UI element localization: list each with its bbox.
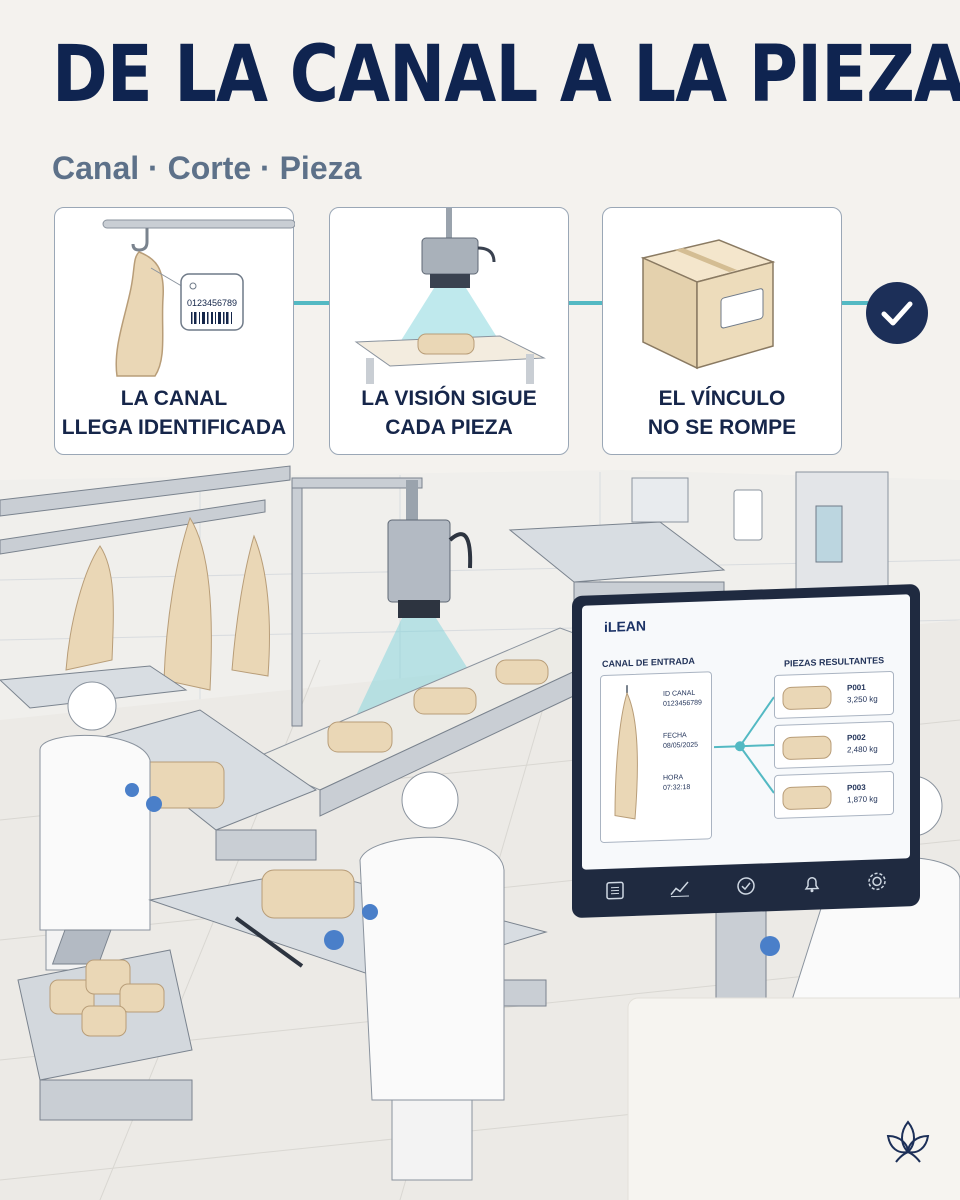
piece-row[interactable]: P003 1,870 kg <box>774 770 894 820</box>
lotus-logo-icon <box>886 1120 930 1163</box>
step-card-vision: LA VISIÓN SIGUE CADA PIEZA <box>329 207 569 455</box>
hanging-carcass-icon: 0123456789 <box>102 219 295 377</box>
fecha-value: 08/05/2025 <box>663 741 699 750</box>
step-2-line-1: LA VISIÓN SIGUE <box>361 387 537 410</box>
piece-row[interactable]: P002 2,480 kg <box>774 720 894 770</box>
hora-value: 07:32:18 <box>663 783 691 792</box>
piece-weight: 2,480 kg <box>847 744 878 755</box>
piece-weight: 1,870 kg <box>847 794 878 805</box>
step-1-line-1: LA CANAL <box>120 387 228 410</box>
monitor-nav-bar <box>582 862 910 909</box>
step-1-line-2: LLEGA IDENTIFICADA <box>61 416 287 439</box>
piece-id: P001 <box>847 682 866 693</box>
tag-code: 0123456789 <box>187 298 237 308</box>
monitor-screen: iLEAN CANAL DE ENTRADA ID CANAL 01234567… <box>582 594 910 870</box>
factory-scene <box>0 465 960 1200</box>
step-3-line-2: NO SE ROMPE <box>647 416 797 439</box>
ilean-logo: iLEAN <box>604 617 646 635</box>
connector-1 <box>294 301 330 305</box>
check-circle-icon[interactable] <box>734 874 758 899</box>
piece-id: P003 <box>847 782 866 793</box>
input-canal-panel[interactable]: ID CANAL 0123456789 FECHA 08/05/2025 HOR… <box>600 671 712 844</box>
carcass-thumbnail-icon <box>614 685 638 820</box>
settings-icon[interactable] <box>865 869 889 894</box>
bell-icon[interactable] <box>800 871 824 896</box>
step-card-vinculo: EL VÍNCULO NO SE ROMPE <box>602 207 842 455</box>
output-pieces-title: PIEZAS RESULTANTES <box>784 655 885 669</box>
connector-2 <box>569 301 603 305</box>
box-icon <box>640 239 776 370</box>
check-icon <box>866 282 928 344</box>
vision-camera-icon <box>354 208 546 384</box>
step-2-line-2: CADA PIEZA <box>385 416 513 439</box>
step-card-canal: 0123456789 LA CANAL LLEGA IDENTIFICADA <box>54 207 295 455</box>
input-canal-title: CANAL DE ENTRADA <box>602 655 695 670</box>
step-3-line-1: EL VÍNCULO <box>658 387 786 410</box>
list-icon[interactable] <box>603 878 627 903</box>
connector-3 <box>842 301 868 305</box>
id-canal-value: 0123456789 <box>663 699 702 708</box>
link-lines <box>714 696 774 794</box>
chart-icon[interactable] <box>668 876 692 901</box>
page-subtitle: Canal · Corte · Pieza <box>52 150 362 186</box>
tracking-monitor: iLEAN CANAL DE ENTRADA ID CANAL 01234567… <box>572 583 920 919</box>
piece-weight: 3,250 kg <box>847 694 878 705</box>
piece-row[interactable]: P001 3,250 kg <box>774 670 894 720</box>
page-title: DE LA CANAL A LA PIEZA <box>52 30 960 120</box>
piece-id: P002 <box>847 732 866 743</box>
